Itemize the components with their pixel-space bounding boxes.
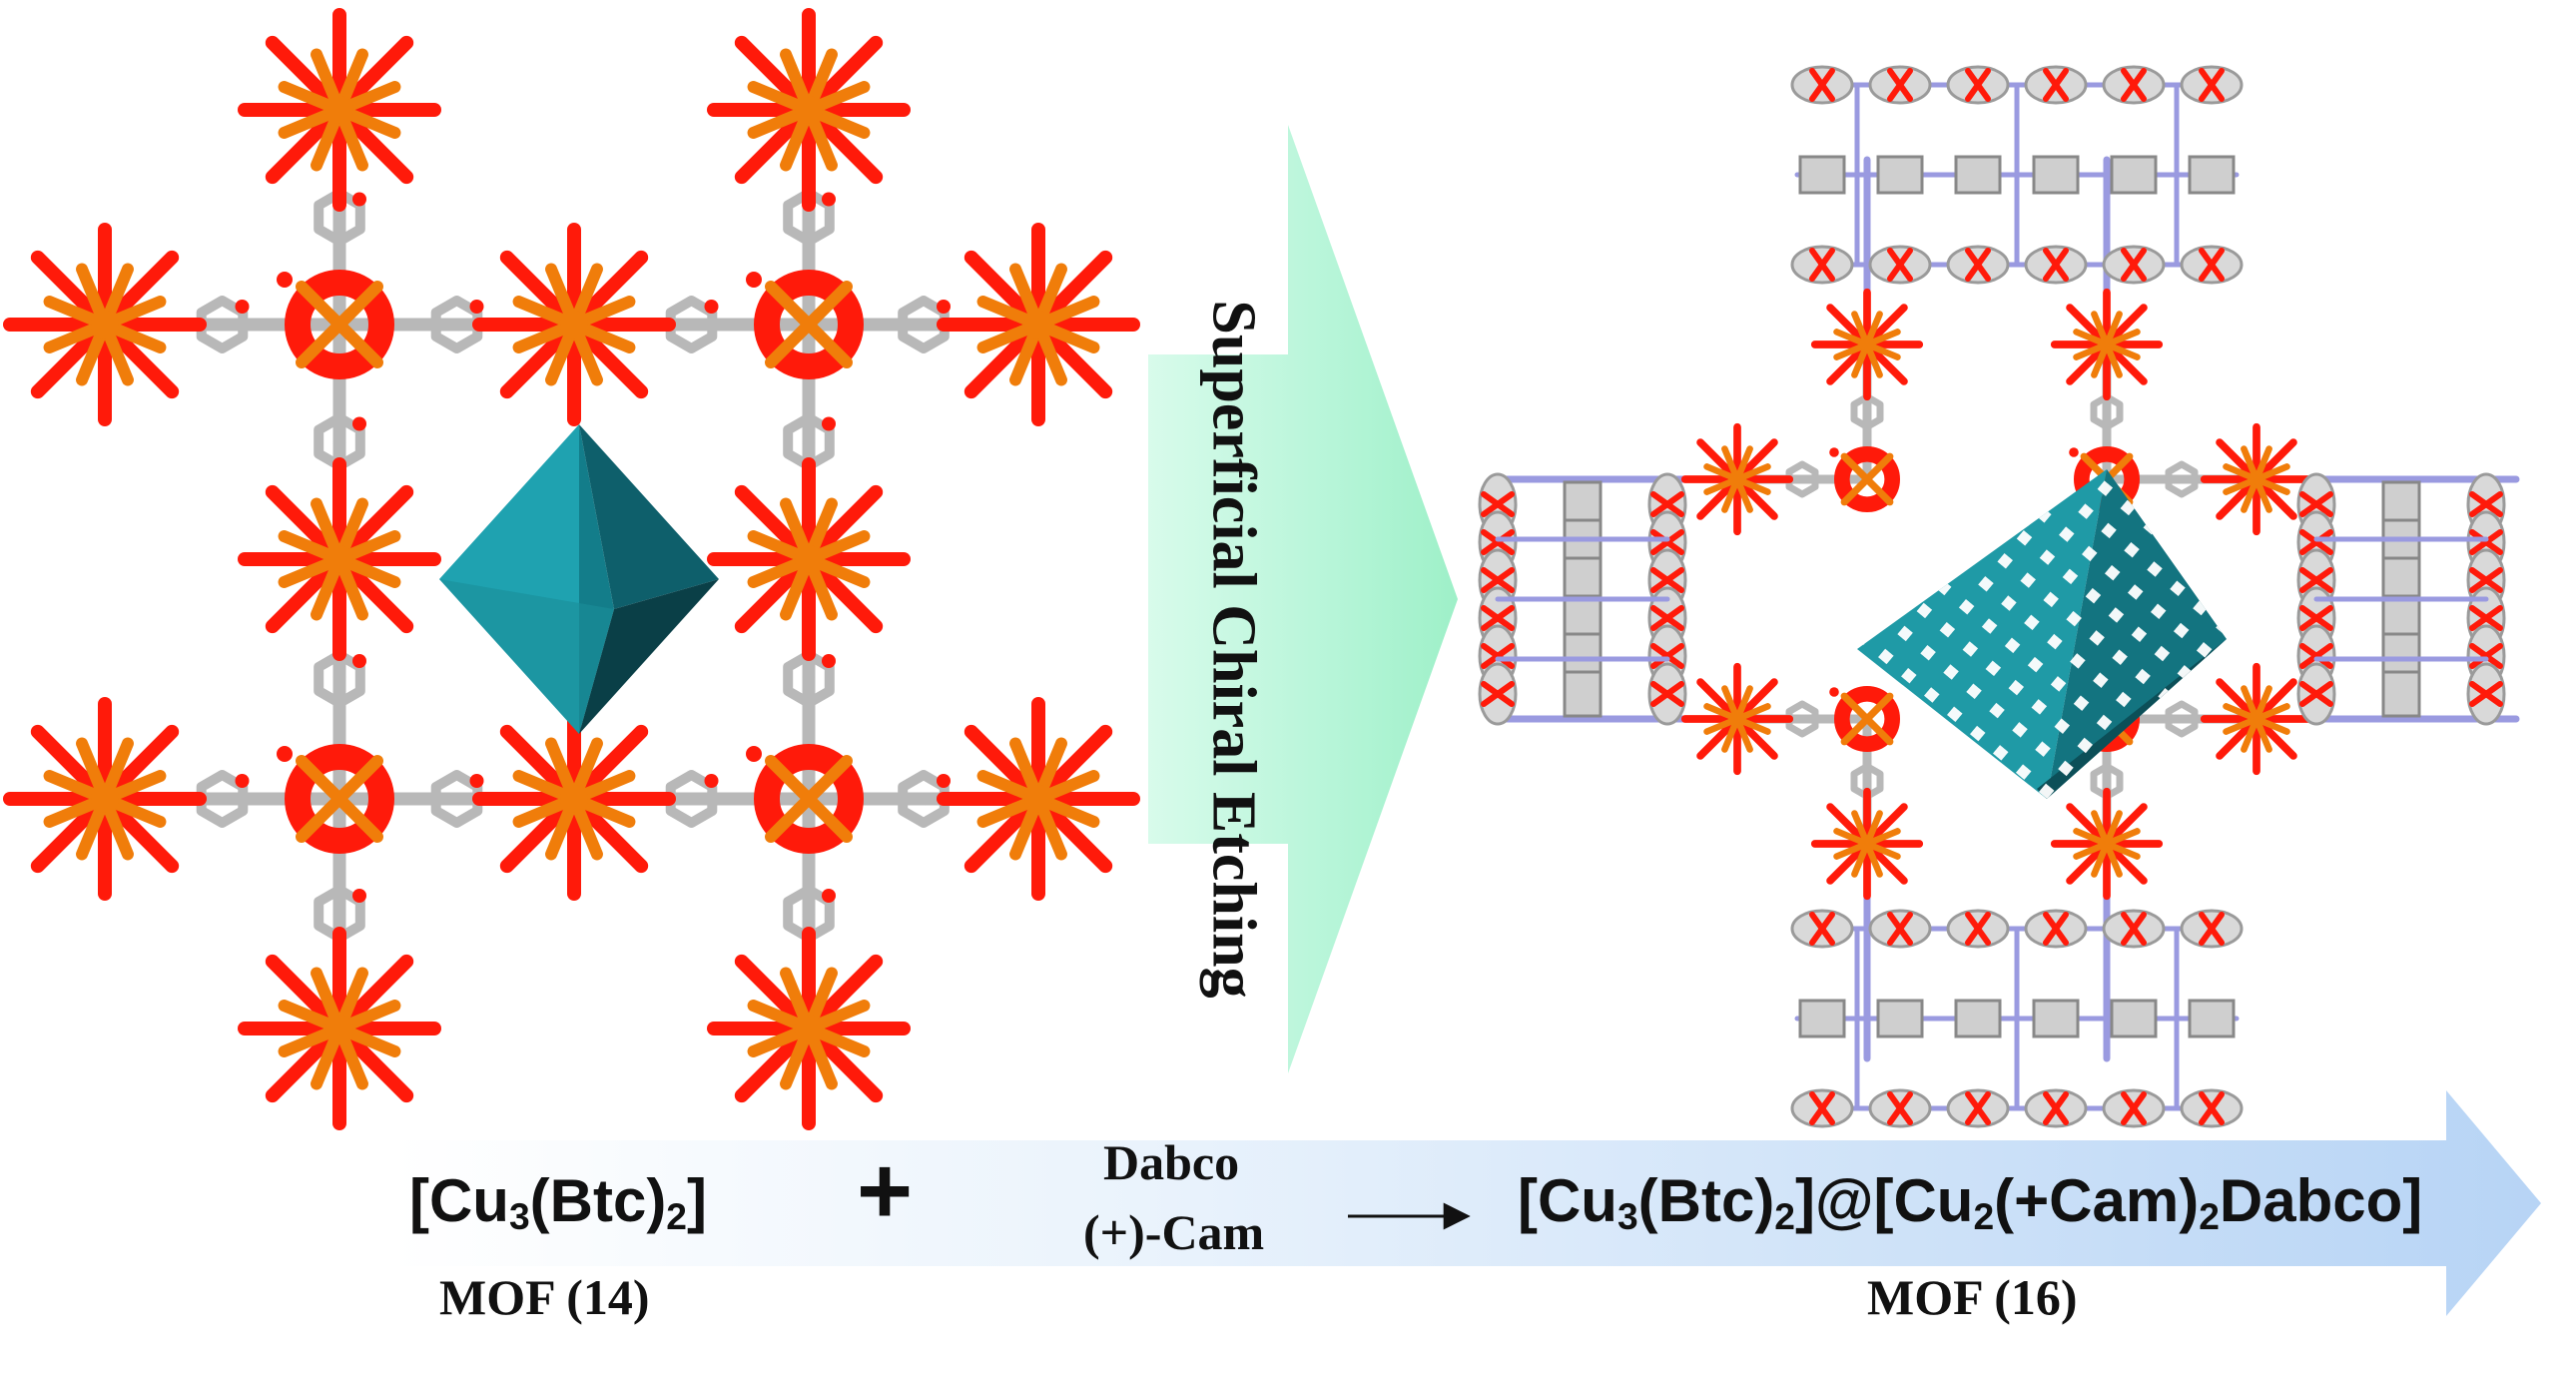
product-formula: [Cu3(Btc)2]@[Cu2(+Cam)2Dabco] [1518, 1167, 2423, 1238]
cu-paddlewheel-icon [472, 697, 676, 901]
etching-label: Superficial Chiral Etching [1199, 300, 1268, 999]
cu-paddlewheel-icon [277, 270, 394, 379]
cu-paddlewheel-icon [238, 927, 441, 1130]
cu-paddlewheel-icon [746, 270, 864, 379]
reagent-cam: (+)-Cam [1083, 1204, 1265, 1260]
cu-paddlewheel-icon [1810, 288, 1924, 401]
cu-paddlewheel-icon [1829, 685, 1901, 752]
left-mof-framework [3, 8, 1140, 1130]
cu-paddlewheel-icon [3, 223, 207, 426]
cu-paddlewheel-icon [3, 697, 207, 901]
cu-paddlewheel-icon [2050, 288, 2164, 401]
cu-paddlewheel-icon [1680, 662, 1794, 776]
cu-paddlewheel-icon [2200, 662, 2313, 776]
cu-paddlewheel-icon [277, 744, 394, 854]
cu-paddlewheel-icon [238, 457, 441, 661]
cu-paddlewheel-icon [746, 744, 864, 854]
cu-paddlewheel-icon [937, 697, 1140, 901]
cu-paddlewheel-icon [707, 8, 911, 212]
cu-paddlewheel-icon [1680, 422, 1794, 536]
cu-paddlewheel-icon [2050, 787, 2164, 901]
reactant-name: MOF (14) [439, 1269, 650, 1325]
product-name: MOF (16) [1867, 1269, 2078, 1325]
cu-paddlewheel-icon [1810, 787, 1924, 901]
reactant-formula: [Cu3(Btc)2] [409, 1167, 707, 1238]
cu-paddlewheel-icon [937, 223, 1140, 426]
etched-octahedron-icon [1857, 469, 2227, 799]
etching-arrow [1148, 125, 1458, 1073]
cu-paddlewheel-icon [707, 457, 911, 661]
cu-paddlewheel-icon [238, 8, 441, 212]
octahedron-cage-icon [439, 424, 719, 734]
cu-paddlewheel-icon [2200, 422, 2313, 536]
plus-sign: + [857, 1137, 914, 1244]
reagent-dabco: Dabco [1103, 1134, 1240, 1190]
right-mof-framework [1478, 65, 2520, 1128]
cu-paddlewheel-icon [707, 927, 911, 1130]
cu-paddlewheel-icon [472, 223, 676, 426]
cu-paddlewheel-icon [1829, 445, 1901, 512]
